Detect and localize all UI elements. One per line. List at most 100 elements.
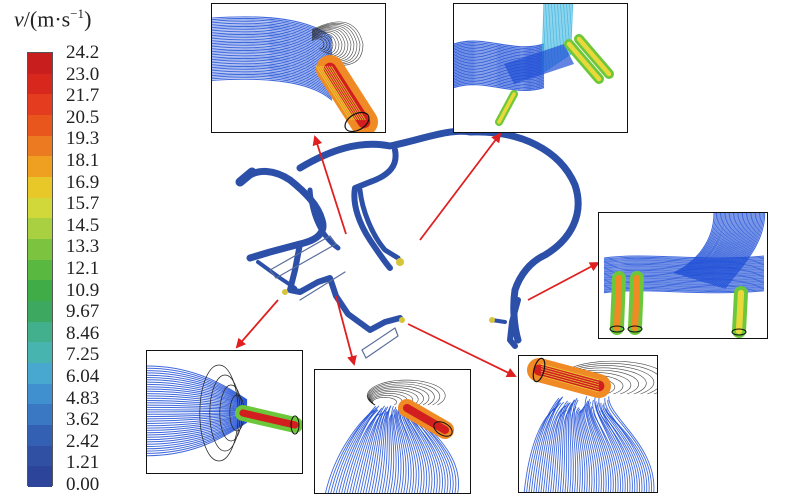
color-scale-segment — [28, 73, 52, 95]
pipe-core — [566, 41, 602, 82]
color-scale-segment — [28, 280, 52, 302]
color-scale-tick-label: 15.7 — [66, 193, 100, 215]
streamline — [601, 408, 638, 492]
inset-panel-top-right — [453, 3, 628, 133]
streamline — [212, 78, 333, 101]
streamline — [212, 35, 333, 58]
valve-right — [489, 317, 495, 323]
streamline — [680, 213, 721, 276]
color-scale-tick-label: 2.42 — [66, 430, 100, 452]
streamline — [212, 72, 333, 95]
streamline — [371, 395, 403, 406]
streamline — [370, 406, 389, 493]
inlet-rim — [532, 357, 546, 383]
streamline — [691, 213, 733, 279]
riser-rim-c — [731, 328, 747, 336]
streamline — [320, 65, 355, 121]
pipe-main-loop — [296, 127, 582, 344]
streamline — [369, 387, 424, 406]
pipe-core — [576, 36, 612, 77]
legend-unit-suffix: ) — [84, 6, 92, 32]
streamline — [311, 25, 355, 62]
streamline — [392, 409, 397, 493]
pipe-core — [631, 274, 641, 332]
streamline — [381, 405, 392, 493]
streamline — [147, 400, 248, 409]
pipe-core — [735, 289, 745, 335]
outlet-rim — [290, 415, 300, 435]
color-scale-segment — [28, 53, 52, 75]
streamline — [602, 404, 640, 492]
pipe-outline-frame — [269, 235, 399, 359]
streamline — [589, 401, 610, 492]
streamline — [600, 402, 636, 492]
streamline — [326, 65, 362, 121]
valve-lower-left — [282, 289, 288, 295]
color-scale-segment — [28, 156, 52, 178]
color-scale-segment — [28, 383, 52, 405]
arrow-to-bottom-left-panel — [235, 299, 279, 349]
streamline — [333, 407, 377, 493]
streamline — [351, 407, 383, 493]
legend-title: v/(m·s−1) — [14, 6, 91, 32]
streamline — [580, 408, 591, 492]
streamline — [552, 402, 569, 492]
streamline — [599, 410, 633, 492]
streamline — [357, 411, 385, 493]
streamline — [311, 24, 358, 64]
color-scale-segment — [28, 94, 52, 116]
streamline — [311, 31, 340, 56]
streamline — [540, 370, 600, 388]
color-scale-tick-label: 21.7 — [66, 85, 100, 107]
streamline — [212, 33, 333, 56]
color-scale-segment — [28, 239, 52, 261]
streamline — [583, 404, 598, 492]
streamline — [311, 26, 352, 61]
color-scale-tick-label: 3.62 — [66, 409, 100, 431]
streamline — [147, 418, 248, 443]
streamline — [454, 73, 545, 81]
color-scale-segment — [28, 135, 52, 157]
streamline — [542, 405, 565, 492]
streamline — [311, 37, 328, 51]
streamline-bundle-rising — [523, 395, 655, 492]
streamline — [338, 409, 379, 493]
inset-panel-right — [598, 212, 768, 339]
streamline — [389, 406, 395, 493]
color-scale-tick-label: 23.0 — [66, 63, 100, 85]
streamline — [572, 397, 578, 492]
streamline — [454, 82, 545, 90]
pipe-right-drop — [507, 297, 521, 349]
streamline — [454, 79, 545, 87]
streamline — [378, 406, 391, 493]
color-scale-segment — [28, 466, 52, 488]
color-scale-tick-label: 6.04 — [66, 366, 100, 387]
color-scale-tick-label: 13.3 — [66, 236, 100, 258]
streamline — [582, 405, 595, 492]
streamline — [311, 33, 337, 55]
streamline — [573, 399, 579, 492]
streamline — [597, 402, 628, 492]
streamline — [577, 410, 586, 492]
streamline — [593, 410, 619, 492]
pipe-core — [402, 403, 450, 435]
streamline — [538, 396, 564, 492]
streamline — [311, 28, 349, 60]
streamline — [212, 17, 333, 40]
color-scale-segment — [28, 321, 52, 343]
streamline — [147, 367, 248, 401]
pipe-network — [235, 127, 582, 359]
color-scale-tick-label: 16.9 — [66, 171, 100, 193]
pipe-core — [239, 409, 299, 429]
color-scale-bar — [27, 52, 53, 488]
streamline — [212, 73, 333, 96]
streamline — [454, 78, 545, 85]
streamline — [566, 399, 575, 492]
streamline — [147, 372, 248, 402]
outlet-rim — [433, 421, 453, 437]
streamline — [603, 269, 765, 273]
color-scale-tick-label: 12.1 — [66, 258, 100, 279]
color-scale-segment — [28, 177, 52, 199]
